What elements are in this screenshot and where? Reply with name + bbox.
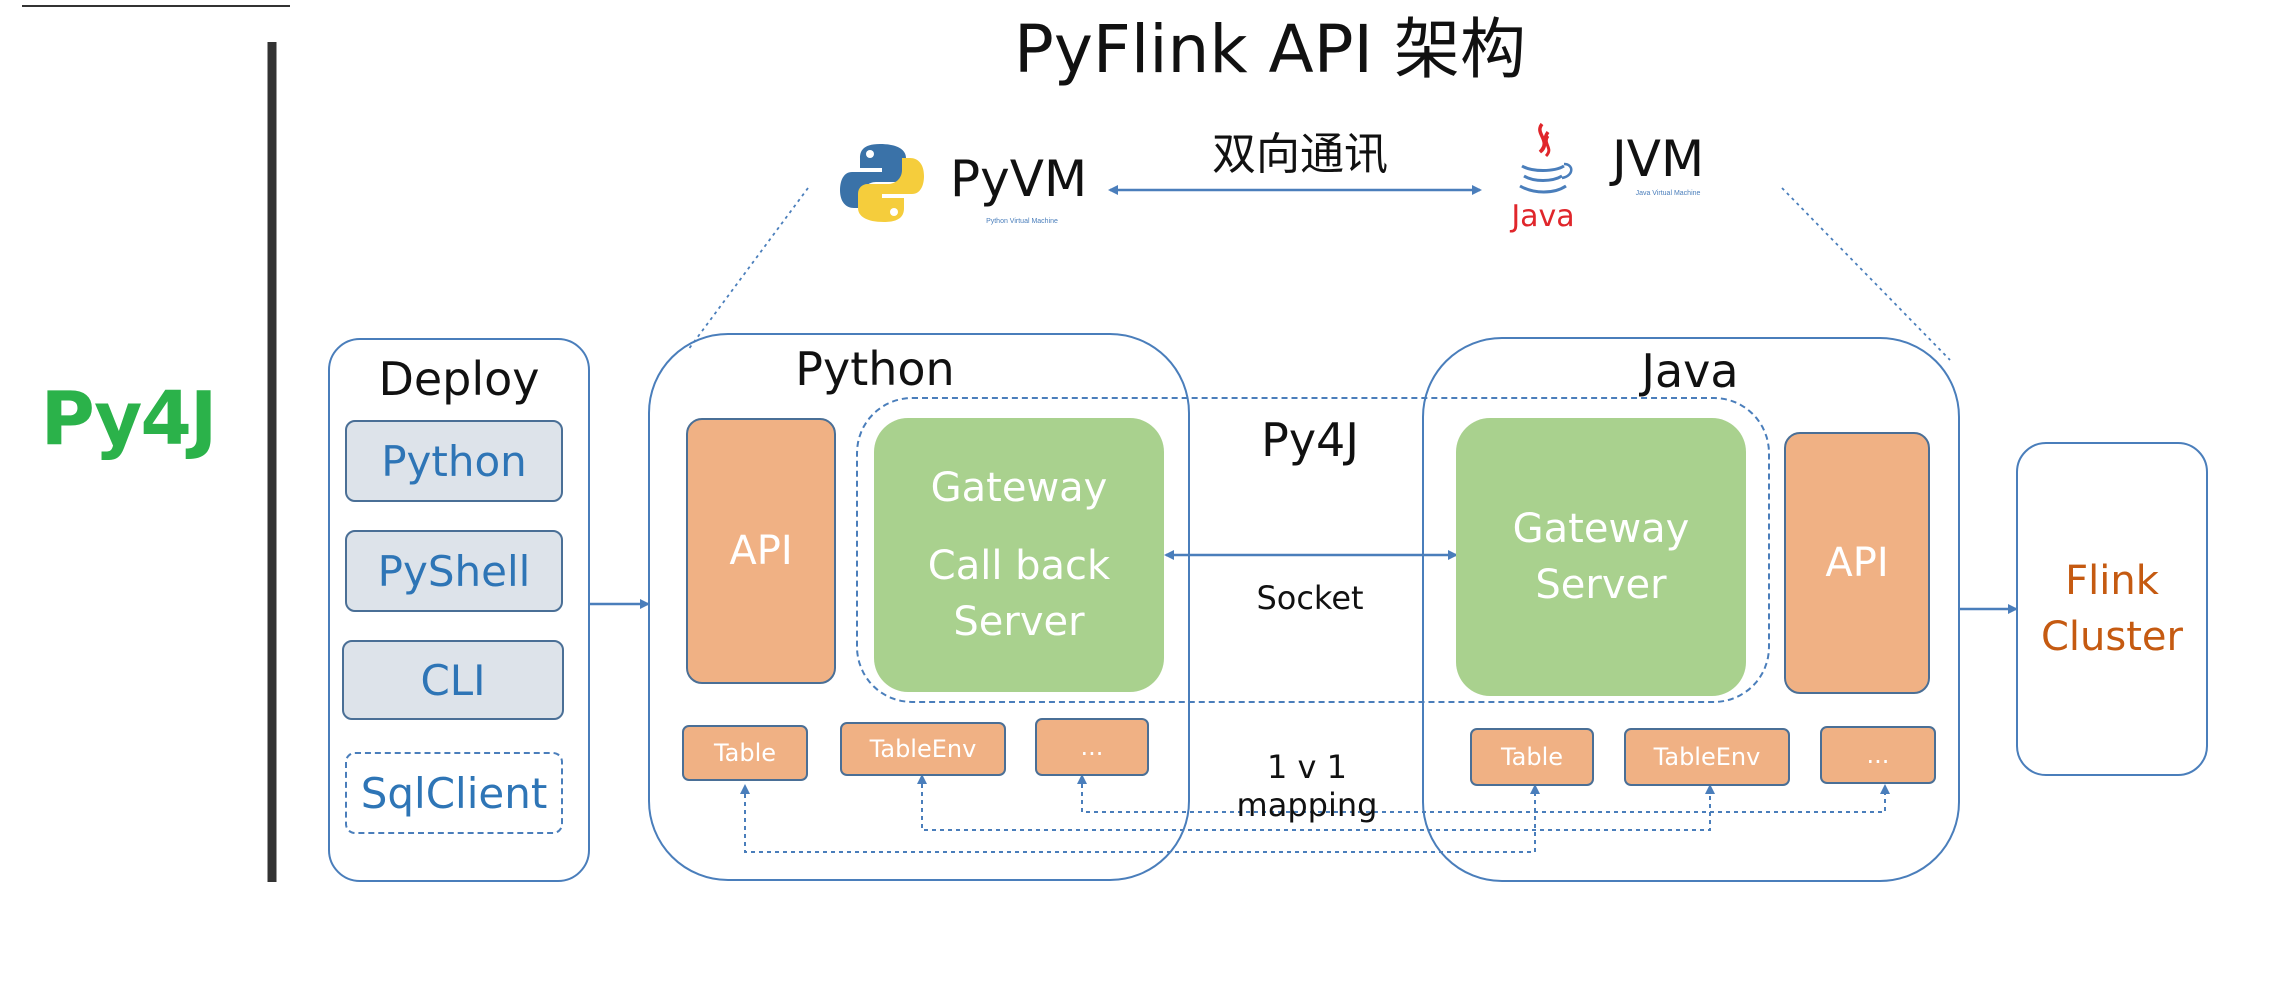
- gateway-server-line1: Gateway: [1512, 506, 1690, 552]
- python-table-box: Table: [682, 725, 808, 781]
- jvm-sublabel: Java Virtual Machine: [1635, 190, 1701, 197]
- deploy-item-pyshell[interactable]: PyShell: [345, 530, 563, 612]
- deploy-item-python[interactable]: Python: [345, 420, 563, 502]
- jvm-perspective-line: [1781, 187, 1951, 361]
- java-gateway-server-box: Gateway Server: [1456, 418, 1746, 696]
- java-logo-text: Java: [1511, 198, 1575, 234]
- mapping-line-ellipsis: [1077, 774, 1890, 813]
- java-frame: [1422, 337, 1960, 882]
- java-tableenv-box: TableEnv: [1624, 728, 1790, 786]
- py4j-region-label: Py4J: [1261, 413, 1359, 467]
- pyvm-sublabel: Python Virtual Machine: [986, 218, 1058, 225]
- bidirectional-label: 双向通讯: [1212, 129, 1388, 180]
- python-frame: [648, 333, 1190, 881]
- flink-label-line2: Cluster: [2041, 614, 2183, 660]
- gateway-server-line2: Server: [1535, 562, 1667, 608]
- mapping-line-table: [740, 784, 1540, 853]
- callback-label-line1: Call back: [927, 543, 1111, 589]
- mapping-label: 1 v 1 mapping: [1194, 748, 1420, 824]
- callback-label-line2: Server: [953, 599, 1085, 645]
- python-ellipsis-box: ...: [1035, 718, 1149, 776]
- java-table-box: Table: [1470, 728, 1594, 786]
- py4j-logo-text: Py4J: [40, 376, 218, 462]
- diagram-title: PyFlink API 架构: [1014, 11, 1526, 88]
- python-gateway-callback-box: Gateway Call back Server: [874, 418, 1164, 692]
- java-ellipsis-box: ...: [1820, 726, 1936, 784]
- python-tableenv-box: TableEnv: [840, 722, 1006, 776]
- deploy-item-cli[interactable]: CLI: [342, 640, 564, 720]
- flink-cluster-box: Flink Cluster: [2016, 442, 2208, 776]
- python-gateway-label: Gateway: [930, 465, 1108, 511]
- python-logo-icon: [840, 144, 924, 222]
- java-logo-icon: [1519, 122, 1573, 194]
- java-frame-title: Java: [1641, 344, 1739, 398]
- pyvm-label: PyVM: [950, 150, 1088, 208]
- python-api-box: API: [686, 418, 836, 684]
- deploy-title: Deploy: [378, 352, 540, 406]
- java-api-box: API: [1784, 432, 1930, 694]
- deploy-item-sqlclient[interactable]: SqlClient: [345, 752, 563, 834]
- python-frame-title: Python: [795, 342, 955, 396]
- py4j-region: [856, 397, 1770, 703]
- mapping-line-tableenv: [917, 774, 1715, 831]
- socket-label: Socket: [1256, 579, 1364, 617]
- jvm-label: JVM: [1612, 130, 1705, 188]
- pyvm-perspective-line: [687, 187, 809, 351]
- flink-label-line1: Flink: [2065, 558, 2159, 604]
